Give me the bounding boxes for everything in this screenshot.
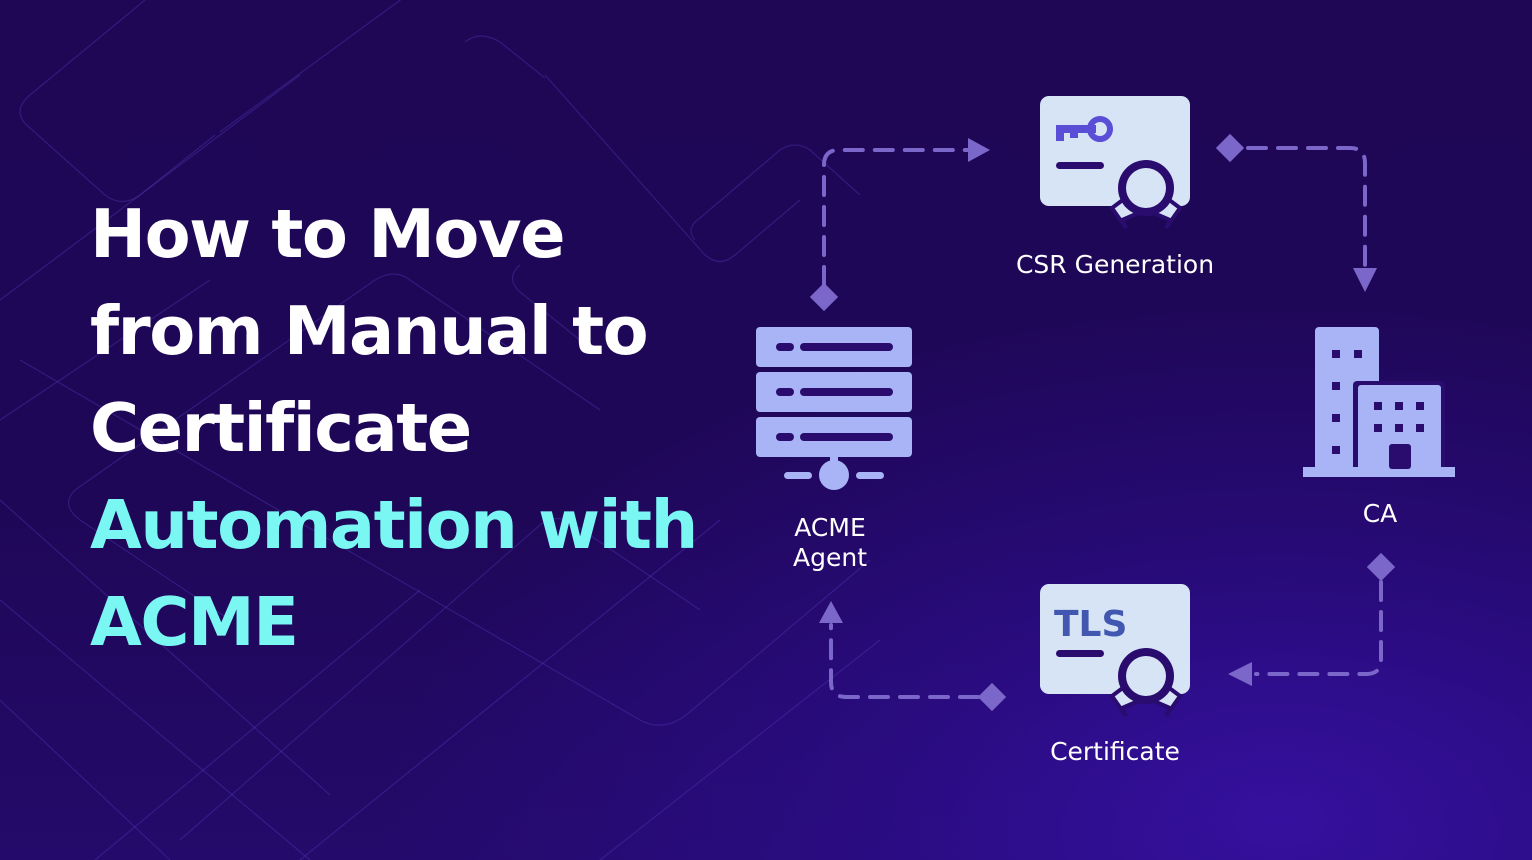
certificate-tls-icon: TLS bbox=[1040, 584, 1190, 718]
arrow-to-ca bbox=[1353, 268, 1377, 292]
building-icon bbox=[1303, 327, 1455, 477]
edge-ca-to-certificate bbox=[1254, 580, 1383, 676]
tls-badge-text: TLS bbox=[1054, 604, 1127, 645]
edge-agent-to-csr bbox=[822, 148, 970, 287]
diamond-agent-start bbox=[809, 282, 839, 312]
label-acme-agent-line2: Agent bbox=[793, 543, 867, 572]
arrow-to-csr bbox=[968, 138, 990, 162]
diamond-ca-start bbox=[1366, 552, 1396, 582]
certificate-key-icon bbox=[1040, 96, 1190, 230]
title-line-3: Certificate bbox=[90, 389, 472, 467]
title-line-5: ACME bbox=[90, 583, 299, 661]
label-acme-agent-line1: ACME bbox=[794, 513, 866, 542]
title-line-1: How to Move bbox=[90, 195, 566, 273]
server-icon bbox=[756, 327, 912, 490]
label-ca: CA bbox=[1362, 499, 1398, 528]
page-title: How to Move from Manual to Certificate A… bbox=[90, 186, 698, 671]
diamond-csr-start bbox=[1215, 133, 1245, 163]
label-acme-agent: ACME Agent bbox=[760, 513, 900, 573]
node-acme-agent bbox=[756, 327, 912, 492]
diamond-certificate-start bbox=[977, 682, 1007, 712]
node-ca bbox=[1303, 327, 1455, 479]
arrow-to-agent bbox=[819, 601, 843, 623]
edge-csr-to-ca bbox=[1246, 146, 1367, 267]
label-certificate: Certificate bbox=[1050, 737, 1180, 766]
arrow-to-certificate bbox=[1228, 662, 1252, 686]
edge-certificate-to-agent bbox=[829, 623, 980, 699]
title-line-2: from Manual to bbox=[90, 292, 649, 370]
title-line-4: Automation with bbox=[90, 486, 698, 564]
node-csr-generation bbox=[1040, 96, 1190, 231]
label-csr-generation: CSR Generation bbox=[1015, 250, 1215, 279]
node-certificate: TLS bbox=[1040, 584, 1190, 719]
